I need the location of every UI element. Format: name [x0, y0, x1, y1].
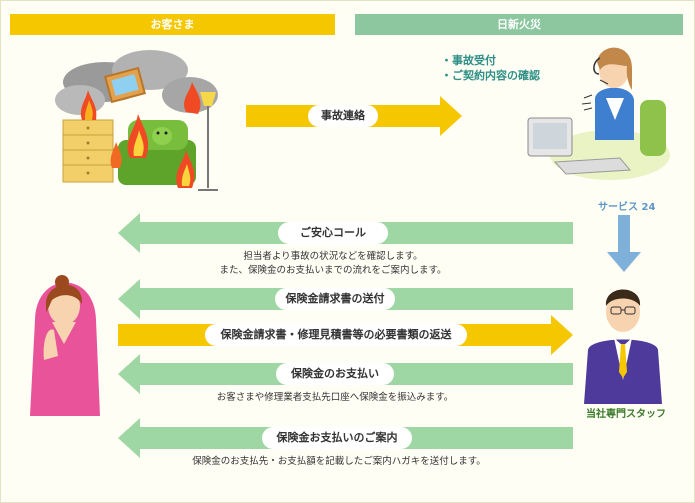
service24-label: サービス 24 [598, 202, 656, 213]
reception-list: ・事故受付 ・ご契約内容の確認 [441, 53, 540, 83]
step-note-payment-notice: 保険金のお支払先・お支払額を記載したご案内ハガキを送付します。 [180, 455, 498, 469]
company-header: 日新火災 [355, 14, 683, 35]
note-line: また、保険金のお支払いまでの流れをご案内します。 [219, 265, 447, 276]
step-label-claim-form-send: 保険金請求書の送付 [275, 288, 395, 310]
step-note-reassurance-call: 担当者より事故の状況などを確認します。 また、保険金のお支払いまでの流れをご案内… [210, 250, 456, 278]
reception-item-contract: ・ご契約内容の確認 [441, 69, 540, 82]
step-label-documents-return: 保険金請求書・修理見積書等の必要書類の返送 [205, 324, 467, 346]
note-line: 保険金のお支払先・お支払額を記載したご案内ハガキを送付します。 [192, 456, 486, 467]
reception-item-accident: ・事故受付 [441, 54, 496, 67]
step-label-payment-notice: 保険金お支払いのご案内 [262, 427, 412, 449]
step-note-payment: お客さまや修理業者支払先口座へ保険金を振込みます。 [185, 391, 485, 405]
staff-label: 当社専門スタッフ [586, 409, 666, 420]
customer-woman-illustration [30, 275, 100, 416]
step-label-payment: 保険金のお支払い [276, 363, 394, 385]
note-line: お客さまや修理業者支払先口座へ保険金を振込みます。 [216, 392, 454, 403]
customer-header: お客さま [10, 14, 335, 35]
note-line: 担当者より事故の状況などを確認します。 [243, 251, 423, 262]
fire-scene-illustration [55, 50, 218, 191]
step-label-reassurance-call: ご安心コール [278, 222, 388, 244]
step-label-accident-report: 事故連絡 [308, 105, 378, 127]
operator-illustration [527, 47, 670, 180]
down-arrow-service24 [607, 215, 641, 272]
staff-man-illustration [584, 289, 662, 404]
